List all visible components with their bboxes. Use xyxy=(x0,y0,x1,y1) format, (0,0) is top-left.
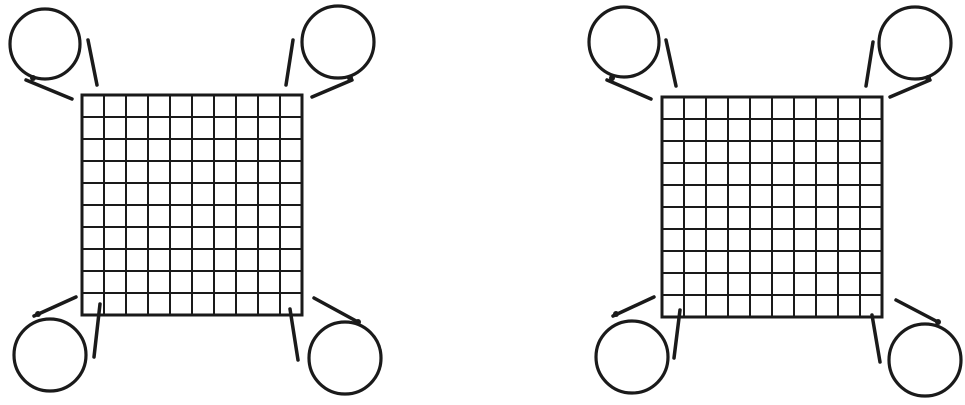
bobbin xyxy=(8,7,99,101)
thread-knot xyxy=(925,75,931,81)
thread-line xyxy=(605,78,653,101)
bobbin xyxy=(870,298,963,398)
bobbin-circle xyxy=(12,317,88,393)
thread-line xyxy=(284,38,295,87)
thread-line xyxy=(86,38,99,87)
bobbin xyxy=(284,4,376,99)
thread-knot xyxy=(935,319,941,325)
thread-knot xyxy=(30,75,36,81)
thread-line xyxy=(864,40,875,88)
thread-line xyxy=(312,296,360,324)
bobbin-circle xyxy=(300,4,376,80)
bobbin xyxy=(594,295,682,395)
bobbin-circle xyxy=(594,319,670,395)
bobbin-circle xyxy=(307,320,383,396)
thread-line xyxy=(672,308,682,360)
bobbin xyxy=(12,295,102,393)
bobbin-circle xyxy=(877,5,953,81)
thread-knot xyxy=(613,311,619,317)
thread-line xyxy=(870,313,882,364)
bobbin-circle xyxy=(8,7,82,81)
bobbin-circle xyxy=(587,5,661,79)
thread-line xyxy=(664,38,678,88)
thread-line xyxy=(894,298,940,324)
left-apparatus xyxy=(8,4,383,396)
thread-line xyxy=(92,302,102,359)
bobbin xyxy=(864,5,953,99)
bobbin-circle xyxy=(887,322,963,398)
bobbin xyxy=(587,5,678,101)
thread-knot xyxy=(347,75,353,81)
thread-line xyxy=(288,307,300,362)
thread-knot xyxy=(35,311,41,317)
thread-line xyxy=(24,78,74,101)
right-apparatus xyxy=(587,5,963,398)
thread-line xyxy=(310,78,354,99)
mesh-grid xyxy=(80,93,304,317)
mesh-grid xyxy=(660,95,884,319)
thread-knot xyxy=(355,319,361,325)
thread-line xyxy=(32,295,78,318)
thread-line xyxy=(611,295,656,318)
bobbin xyxy=(288,296,383,396)
thread-knot xyxy=(609,75,615,81)
thread-line xyxy=(888,78,932,99)
